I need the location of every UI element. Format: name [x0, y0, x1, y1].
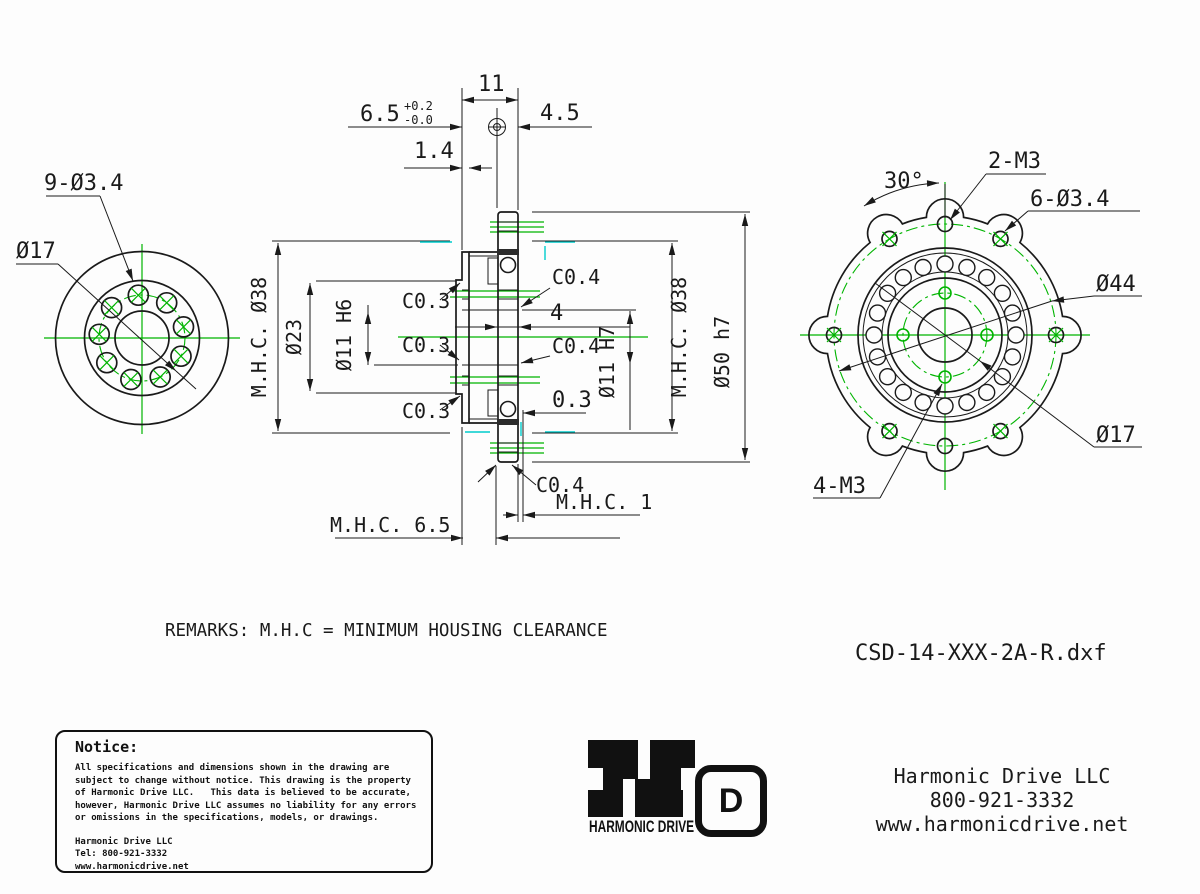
logo-block	[635, 790, 683, 817]
remarks-text: REMARKS: M.H.C = MINIMUM HOUSING CLEARAN…	[165, 621, 608, 641]
logo-notch	[623, 779, 635, 790]
seal-top	[497, 249, 519, 255]
notice-footer-company: Harmonic Drive LLC	[75, 836, 173, 847]
chamfer-c03-label-2: C0.3	[402, 333, 450, 357]
dim-flange-thickness: 1.4	[414, 139, 454, 164]
company-contact-block: Harmonic Drive LLC 800-921-3332 www.harm…	[876, 764, 1129, 836]
tapped-two-label: 2-M3	[988, 149, 1041, 174]
notice-body-line: of Harmonic Drive LLC. This data is beli…	[75, 788, 411, 798]
bolt-circle-dashed	[98, 294, 186, 382]
bolt-circle-outer-label: Ø44	[1096, 272, 1136, 297]
chamfer-c04-label-2: C0.4	[552, 334, 600, 358]
clearance-marks	[420, 241, 575, 436]
mhc-dia-label-left: M.H.C. Ø38	[247, 277, 271, 397]
holes-six-label: 6-Ø3.4	[1030, 187, 1109, 212]
dim-bore-right: Ø11 H7	[595, 326, 619, 398]
notice-footer-phone: Tel: 800-921-3332	[75, 849, 168, 859]
dim-overall-width: 11	[478, 72, 505, 97]
dim-hub-dia: Ø23	[282, 319, 306, 355]
section-view: 11 6.5 +0.2 -0.0 4.5 1.4 Ø23 Ø11 H6 Ø11 …	[282, 72, 750, 545]
race-bottom	[487, 389, 499, 417]
chamfer-c03-label-1: C0.3	[402, 289, 450, 313]
notice-body-line: subject to change without notice. This d…	[75, 775, 411, 786]
notice-box: Notice: All specifications and dimension…	[55, 730, 433, 873]
notice-title: Notice:	[75, 738, 139, 756]
tapped-hole-bottom	[936, 437, 954, 455]
logo-wordmark: HARMONIC DRIVE	[589, 817, 695, 836]
logo-block	[603, 768, 681, 790]
logo-block	[650, 740, 695, 768]
left-view: 9-Ø3.4 Ø17 M.H.C. Ø38	[16, 171, 450, 434]
chamfer-c03-label-3: C0.3	[402, 399, 450, 423]
seal-bottom	[497, 419, 519, 425]
bearing-column	[497, 211, 519, 463]
notice-body-line: All specifications and dimensions shown …	[75, 763, 390, 773]
logo-notch	[638, 768, 650, 779]
notice-body-line: however, Harmonic Drive LLC assumes no l…	[75, 800, 417, 811]
notice-body-line: or omissions in the specifications, mode…	[75, 813, 379, 823]
dim-lip-offset: 0.3	[552, 388, 592, 413]
flange-outer-circle	[54, 250, 230, 426]
hub-circle	[887, 277, 1003, 393]
company-phone: 800-921-3332	[930, 788, 1075, 812]
logo-d-letter: D	[718, 782, 744, 820]
chamfer-c04-label-3: C0.4	[536, 473, 584, 497]
inner-tapped-holes	[896, 286, 994, 384]
right-view: 30° 2-M3 6-Ø3.4 Ø44 Ø17 4-M3	[800, 149, 1142, 499]
company-website: www.harmonicdrive.net	[876, 812, 1129, 836]
logo-block	[588, 740, 638, 768]
company-name: Harmonic Drive LLC	[894, 764, 1111, 788]
chamfer-c04-label-1: C0.4	[552, 265, 600, 289]
tapped-four-label: 4-M3	[813, 474, 866, 499]
race-top	[487, 257, 499, 285]
dim-outer-dia: Ø50 h7	[710, 316, 734, 388]
dim-hub-width: 4	[550, 301, 563, 326]
outer-race-circle	[857, 247, 1033, 423]
screw-hole-symbol	[488, 118, 506, 136]
dim-depth-right: 4.5	[540, 101, 580, 126]
hub-circle	[83, 279, 201, 397]
flange-plate	[455, 251, 470, 424]
ball-bearing-top	[499, 256, 517, 274]
bolt-circle-inner-dashed	[902, 292, 988, 378]
bolt-circle-label: Ø17	[16, 239, 56, 264]
mhc-dia-label-right: M.H.C. Ø38	[667, 277, 691, 397]
logo-d-emblem: D	[695, 765, 767, 837]
mhc-axial-label: M.H.C. 6.5	[330, 513, 450, 537]
dim-tol-plus: +0.2	[404, 99, 433, 113]
ball-bearing-bottom	[499, 400, 517, 418]
flange-profile	[808, 198, 1082, 472]
outer-bolt-holes	[825, 230, 1065, 440]
bolt-circle-inner-label: Ø17	[1096, 423, 1136, 448]
dim-tol-minus: -0.0	[404, 113, 433, 127]
mhc-radial-label: M.H.C. 1	[556, 490, 652, 514]
angle-label: 30°	[884, 169, 924, 194]
notice-footer-website: www.harmonicdrive.net	[75, 861, 189, 872]
dim-bore-left: Ø11 H6	[332, 299, 356, 371]
dim-depth-left: 6.5	[360, 102, 400, 127]
logo-block	[588, 790, 623, 817]
drawing-filename: CSD-14-XXX-2A-R.dxf	[855, 641, 1107, 666]
bolt-holes	[88, 284, 195, 391]
bore-circle	[917, 307, 973, 363]
harmonic-drive-logo: D HARMONIC DRIVE	[588, 737, 778, 839]
hole-callout-label: 9-Ø3.4	[44, 171, 123, 196]
bore-circle	[114, 310, 170, 366]
